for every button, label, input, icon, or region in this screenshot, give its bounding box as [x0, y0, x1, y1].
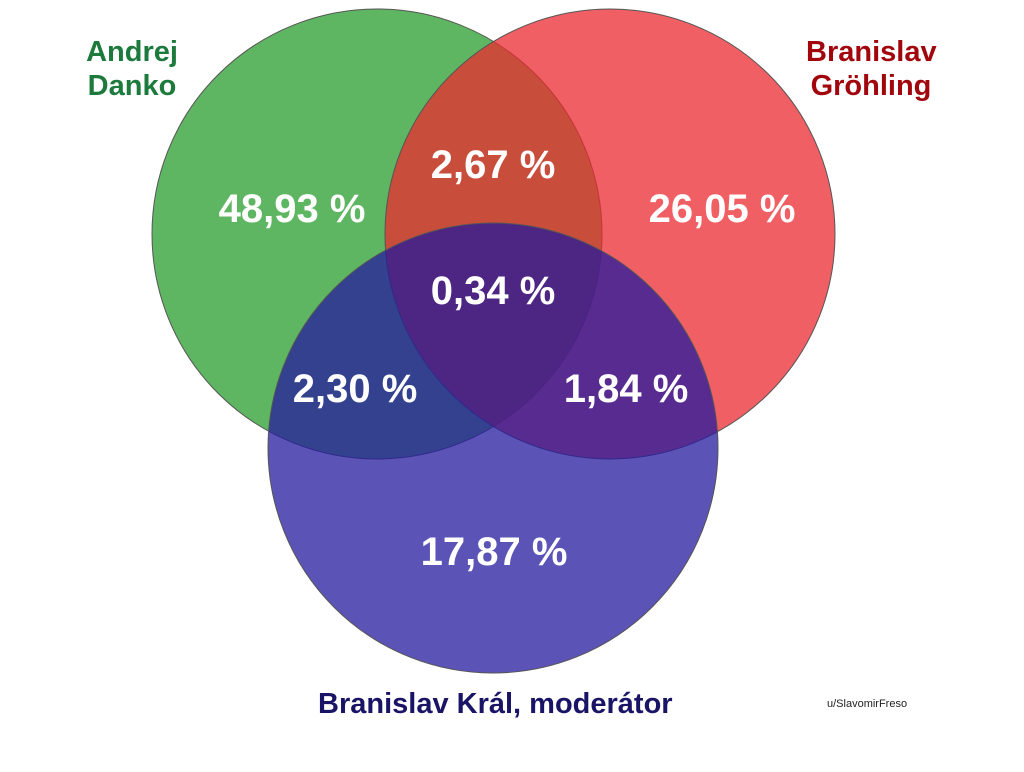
region-b-only-value: 26,05 % [649, 187, 796, 231]
set-label-line: Andrej [86, 36, 178, 68]
set-label-line: Danko [87, 70, 177, 102]
set-label-line: Branislav [806, 36, 937, 68]
circle-branislav-kral [267, 222, 719, 674]
region-abc-value: 0,34 % [431, 269, 556, 313]
region-ab-value: 2,67 % [431, 143, 556, 187]
set-label-line: Branislav Král, moderátor [318, 688, 673, 720]
region-ac-value: 2,30 % [293, 367, 418, 411]
set-label-branislav-grohling: Branislav Gröhling [806, 35, 937, 103]
author-credit: u/SlavomirFreso [827, 698, 908, 710]
region-c-only-value: 17,87 % [421, 530, 568, 574]
region-bc-value: 1,84 % [564, 367, 689, 411]
region-a-only-value: 48,93 % [219, 187, 366, 231]
set-label-line: Gröhling [810, 70, 932, 102]
set-label-andrej-danko: Andrej Danko [82, 35, 182, 103]
set-label-branislav-kral: Branislav Král, moderátor [318, 687, 673, 721]
